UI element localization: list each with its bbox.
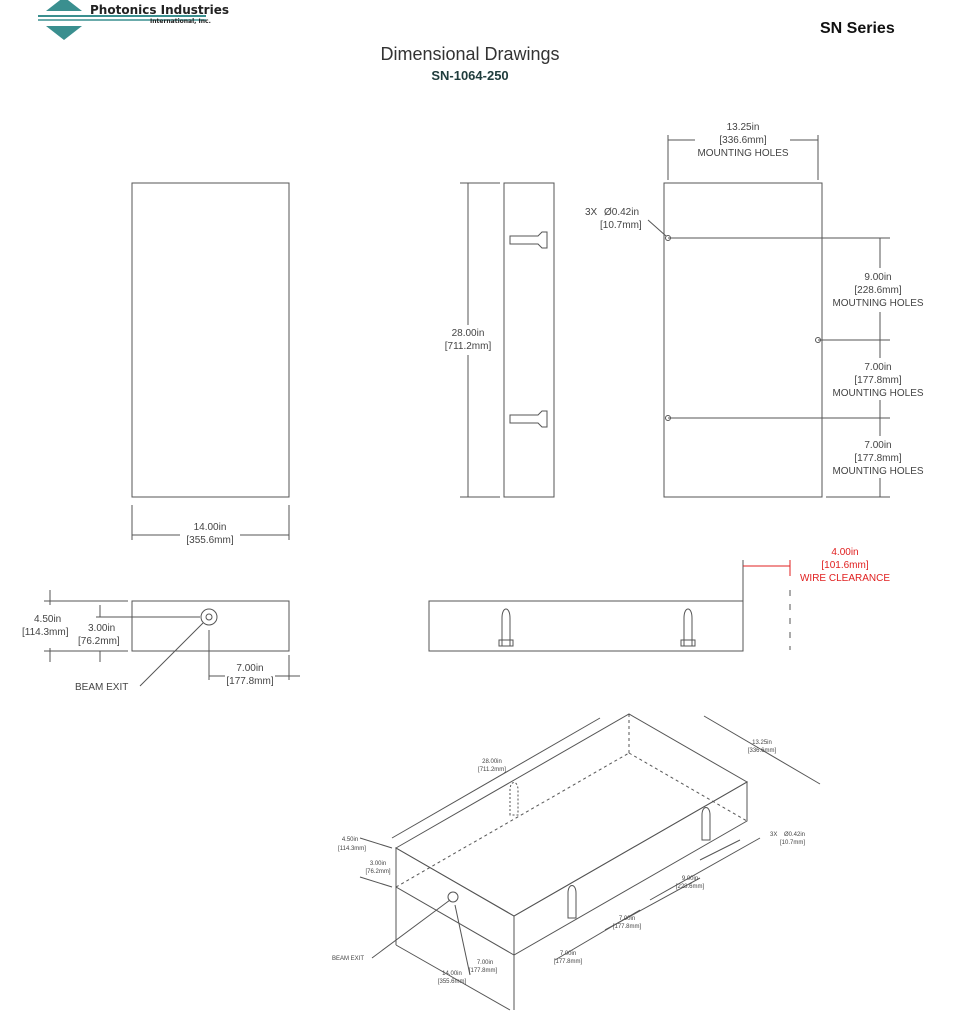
- hole-dia-in: Ø0.42in: [604, 207, 639, 218]
- beam-height-mm: [76.2mm]: [78, 636, 120, 647]
- front-view-outline: [131, 182, 290, 498]
- iso-width-mm: [336.6mm]: [748, 748, 777, 754]
- beam-offset-mm: [177.8mm]: [226, 676, 273, 687]
- back-width-mm: [336.6mm]: [719, 135, 766, 146]
- beam-offset-in: 7.00in: [236, 663, 263, 674]
- isometric-view: [359, 713, 821, 1011]
- d7b-mm: [177.8mm]: [854, 453, 901, 464]
- wire-clearance-in: 4.00in: [831, 547, 858, 558]
- bottom-view-outline: [428, 600, 744, 652]
- series-label: SN Series: [820, 20, 895, 37]
- iso-beam-exit: [447, 891, 459, 903]
- back-width-in: 13.25in: [727, 122, 760, 133]
- side-length-mm: [711.2mm]: [445, 341, 492, 352]
- company-subname: International, Inc.: [150, 18, 211, 25]
- iso-width2-mm: [355.6mm]: [438, 979, 467, 985]
- mounting-peg-upper: [509, 231, 548, 249]
- d7a-label: MOUNTING HOLES: [832, 388, 923, 399]
- side-length-in: 28.00in: [452, 328, 485, 339]
- iso-width-in: 13.25in: [752, 740, 772, 746]
- height-mm: [114.3mm]: [22, 627, 69, 638]
- iso-beam-x-mm: [177.8mm]: [469, 968, 498, 974]
- d9-in: 9.00in: [864, 272, 891, 283]
- back-view-outline: [663, 182, 823, 498]
- iso-hole-dia-in: Ø0.42in: [784, 832, 805, 838]
- iso-d7b-in: 7.00in: [560, 951, 576, 957]
- company-logo: [38, 0, 218, 42]
- iso-d7b-mm: [177.8mm]: [554, 959, 583, 965]
- iso-hole-qty: 3X: [770, 832, 777, 838]
- iso-d9-mm: [228.6mm]: [676, 884, 705, 890]
- iso-beam-x-in: 7.00in: [477, 960, 493, 966]
- back-width-label: MOUNTING HOLES: [697, 148, 788, 159]
- iso-beam-h-mm: [76.2mm]: [365, 869, 390, 875]
- hole-qty: 3X: [585, 207, 598, 218]
- iso-width2-in: 14.00in: [442, 971, 462, 977]
- iso-height-mm: [114.3mm]: [338, 846, 366, 852]
- beam-exit-port: [200, 608, 218, 626]
- company-name: Photonics Industries: [90, 3, 229, 17]
- iso-beam-h-in: 3.00in: [370, 861, 386, 867]
- wire-clearance-label: WIRE CLEARANCE: [800, 573, 890, 584]
- iso-length-mm: [711.2mm]: [478, 767, 506, 773]
- mounting-peg-bottom-2: [683, 608, 693, 647]
- front-width-in: 14.00in: [194, 522, 227, 533]
- iso-height-in: 4.50in: [342, 837, 358, 843]
- end-view-outline: [131, 600, 290, 652]
- logo-diamond-icon: [38, 0, 206, 40]
- side-view-outline: [503, 182, 555, 498]
- iso-d9-in: 9.00in: [682, 876, 698, 882]
- iso-beam-exit-label: BEAM EXIT: [332, 956, 364, 962]
- height-in: 4.50in: [34, 614, 61, 625]
- hole-dia-mm: [10.7mm]: [600, 220, 642, 231]
- d7b-label: MOUNTING HOLES: [832, 466, 923, 477]
- d7a-in: 7.00in: [864, 362, 891, 373]
- d7a-mm: [177.8mm]: [854, 375, 901, 386]
- iso-length-in: 28.00in: [482, 759, 502, 765]
- iso-d7a-in: 7.00in: [619, 916, 635, 922]
- mounting-peg-lower: [509, 410, 548, 428]
- page-title: Dimensional Drawings: [380, 44, 560, 64]
- d9-mm: [228.6mm]: [854, 285, 901, 296]
- iso-hole-dia-mm: [10.7mm]: [780, 840, 805, 846]
- iso-d7a-mm: [177.8mm]: [613, 924, 642, 930]
- mounting-peg-bottom-1: [501, 608, 511, 647]
- d7b-in: 7.00in: [864, 440, 891, 451]
- model-number: SN-1064-250: [431, 68, 509, 83]
- front-width-mm: [355.6mm]: [186, 535, 233, 546]
- beam-exit-label: BEAM EXIT: [75, 682, 128, 693]
- d9-label: MOUTNING HOLES: [832, 298, 923, 309]
- wire-clearance-mm: [101.6mm]: [821, 560, 868, 571]
- beam-height-in: 3.00in: [88, 623, 115, 634]
